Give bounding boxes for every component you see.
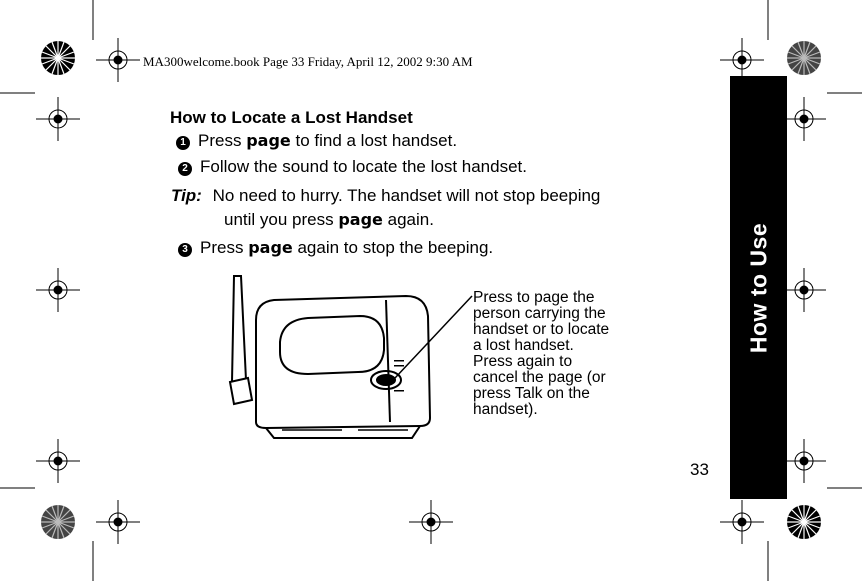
step-2: 2 Follow the sound to locate the lost han… — [178, 157, 527, 177]
callout-line: press Talk on the — [473, 385, 590, 402]
callout-line: person carrying the — [473, 305, 606, 322]
book-header-line: MA300welcome.book Page 33 Friday, April … — [143, 54, 473, 69]
callout-line: handset or to locate — [473, 321, 610, 338]
step-number-badge: 2 — [178, 162, 192, 176]
side-tab: How to Use — [730, 76, 787, 499]
page-number: 33 — [690, 460, 709, 479]
step-text: to find a lost handset. — [290, 131, 458, 150]
crosshair-mark — [36, 97, 80, 141]
step-number-badge: 1 — [176, 136, 190, 150]
tip-line-1: Tip: No need to hurry. The handset will … — [171, 186, 600, 206]
step-1: 1 Press page to find a lost handset. — [176, 131, 457, 151]
page-keyword: page — [338, 210, 383, 229]
page-keyword: page — [246, 131, 291, 150]
crosshair-mark — [782, 97, 826, 141]
callout-line: Press again to — [473, 353, 573, 370]
page-keyword: page — [248, 238, 293, 257]
star-target — [41, 41, 75, 75]
crosshair-mark — [409, 500, 453, 544]
tip-text: until you press — [224, 210, 339, 229]
step-text: Press — [200, 238, 249, 257]
crosshair-mark — [720, 38, 764, 82]
base-station-illustration — [228, 275, 432, 439]
tip-text: No need to hurry. The handset will not s… — [212, 186, 601, 205]
callout-line: handset). — [473, 401, 538, 418]
step-text: again to stop the beeping. — [292, 238, 494, 257]
crosshair-mark — [96, 38, 140, 82]
crosshair-mark — [720, 500, 764, 544]
crosshair-mark — [36, 439, 80, 483]
crosshair-mark — [782, 268, 826, 312]
tip-text: again. — [382, 210, 434, 229]
step-text: Follow the sound to locate the lost hand… — [200, 157, 527, 176]
page-button[interactable] — [370, 370, 402, 390]
tip-line-2: until you press page again. — [224, 210, 434, 230]
step-number-badge: 3 — [178, 243, 192, 257]
star-target — [41, 505, 75, 539]
callout-text: Press to page the person carrying the ha… — [473, 290, 663, 418]
callout-line: Press to page the — [473, 289, 595, 306]
crosshair-mark — [36, 268, 80, 312]
tip-label: Tip: — [171, 186, 202, 205]
star-target — [787, 41, 821, 75]
callout-line: cancel the page (or — [473, 369, 606, 386]
step-text: Press — [198, 131, 247, 150]
crosshair-mark — [96, 500, 140, 544]
step-3: 3 Press page again to stop the beeping. — [178, 238, 493, 258]
star-target — [787, 505, 821, 539]
crosshair-mark — [782, 439, 826, 483]
section-heading: How to Locate a Lost Handset — [170, 108, 413, 127]
callout-line: a lost handset. — [473, 337, 574, 354]
